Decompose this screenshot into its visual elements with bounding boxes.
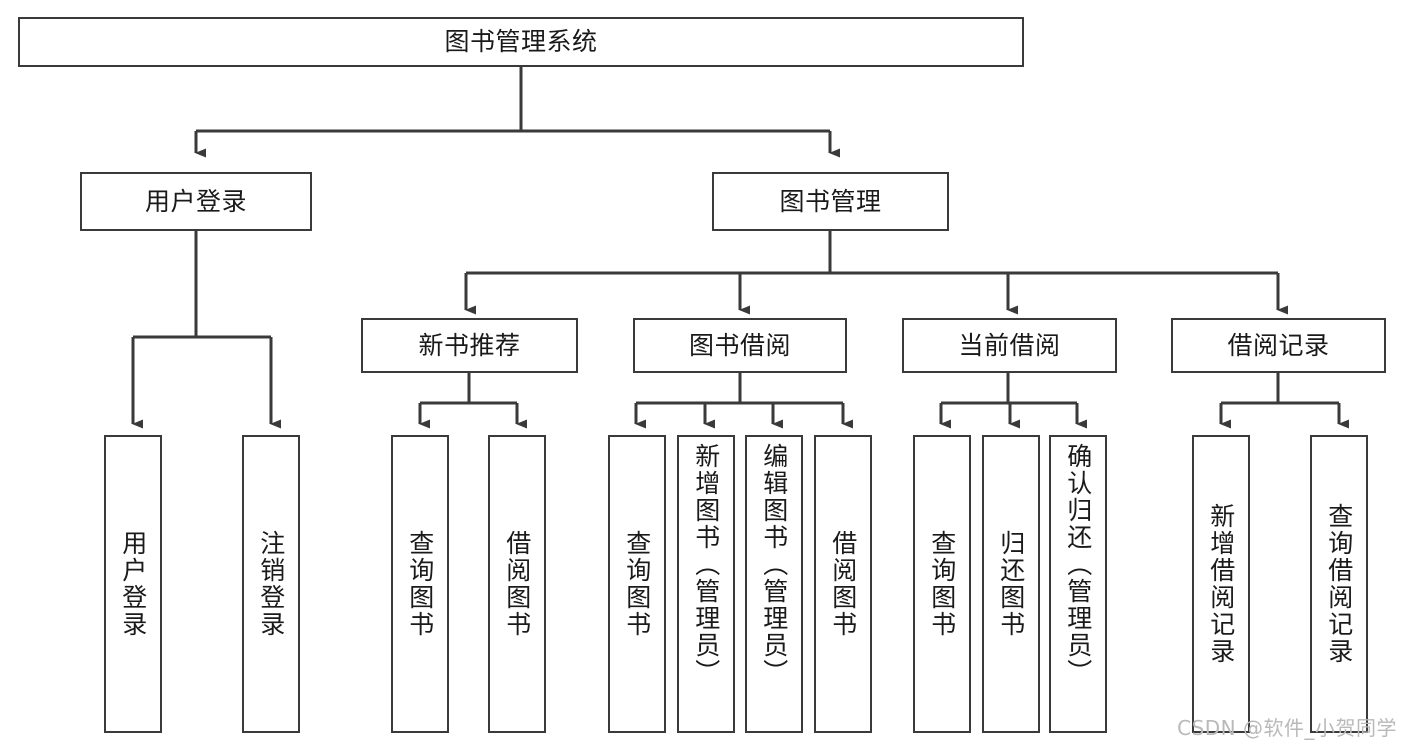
node-leaf-logout-label: 注销登录 xyxy=(256,530,286,638)
node-leaf-user-login-label: 用户登录 xyxy=(118,530,148,638)
node-leaf-edit-book[interactable]: 编辑图书（管理员） xyxy=(745,435,803,733)
node-leaf-query-book-1-label: 查询图书 xyxy=(405,530,435,638)
node-leaf-query-record[interactable]: 查询借阅记录 xyxy=(1310,435,1368,733)
node-leaf-add-record[interactable]: 新增借阅记录 xyxy=(1192,435,1250,733)
node-user-login[interactable]: 用户登录 xyxy=(80,172,312,231)
node-leaf-query-record-label: 查询借阅记录 xyxy=(1324,503,1354,665)
node-book-manage[interactable]: 图书管理 xyxy=(712,172,949,231)
node-leaf-logout[interactable]: 注销登录 xyxy=(242,435,300,733)
node-leaf-borrow-book-2-label: 借阅图书 xyxy=(828,530,858,638)
node-leaf-borrow-book-1[interactable]: 借阅图书 xyxy=(488,435,546,733)
node-current-borrow-label: 当前借阅 xyxy=(958,330,1061,360)
node-borrow-record-label: 借阅记录 xyxy=(1227,330,1330,360)
node-leaf-add-record-label: 新增借阅记录 xyxy=(1206,503,1236,665)
node-leaf-user-login[interactable]: 用户登录 xyxy=(104,435,162,733)
node-leaf-borrow-book-1-label: 借阅图书 xyxy=(502,530,532,638)
node-book-borrow-label: 图书借阅 xyxy=(688,330,791,360)
node-leaf-add-book[interactable]: 新增图书（管理员） xyxy=(677,435,735,733)
node-leaf-borrow-book-2[interactable]: 借阅图书 xyxy=(814,435,872,733)
csdn-watermark: CSDN @软件_小贺同学 xyxy=(1177,716,1397,740)
node-leaf-return-book-label: 归还图书 xyxy=(996,530,1026,638)
node-book-manage-label: 图书管理 xyxy=(779,186,882,216)
node-leaf-query-book-1[interactable]: 查询图书 xyxy=(391,435,449,733)
node-leaf-confirm-return[interactable]: 确认归还（管理员） xyxy=(1049,435,1107,733)
node-new-book-recommend-label: 新书推荐 xyxy=(418,330,521,360)
node-new-book-recommend[interactable]: 新书推荐 xyxy=(361,318,578,373)
node-leaf-query-book-2-label: 查询图书 xyxy=(622,530,652,638)
node-leaf-query-book-3[interactable]: 查询图书 xyxy=(913,435,971,733)
node-borrow-record[interactable]: 借阅记录 xyxy=(1171,318,1386,373)
node-leaf-return-book[interactable]: 归还图书 xyxy=(982,435,1040,733)
node-leaf-confirm-return-label: 确认归还（管理员） xyxy=(1063,443,1093,686)
node-leaf-query-book-3-label: 查询图书 xyxy=(927,530,957,638)
node-leaf-query-book-2[interactable]: 查询图书 xyxy=(608,435,666,733)
node-user-login-label: 用户登录 xyxy=(144,186,247,216)
node-leaf-edit-book-label: 编辑图书（管理员） xyxy=(759,443,789,686)
node-root-label: 图书管理系统 xyxy=(444,27,598,57)
node-current-borrow[interactable]: 当前借阅 xyxy=(902,318,1117,373)
node-leaf-add-book-label: 新增图书（管理员） xyxy=(691,443,721,686)
node-book-borrow[interactable]: 图书借阅 xyxy=(633,318,847,373)
node-root[interactable]: 图书管理系统 xyxy=(18,17,1024,67)
